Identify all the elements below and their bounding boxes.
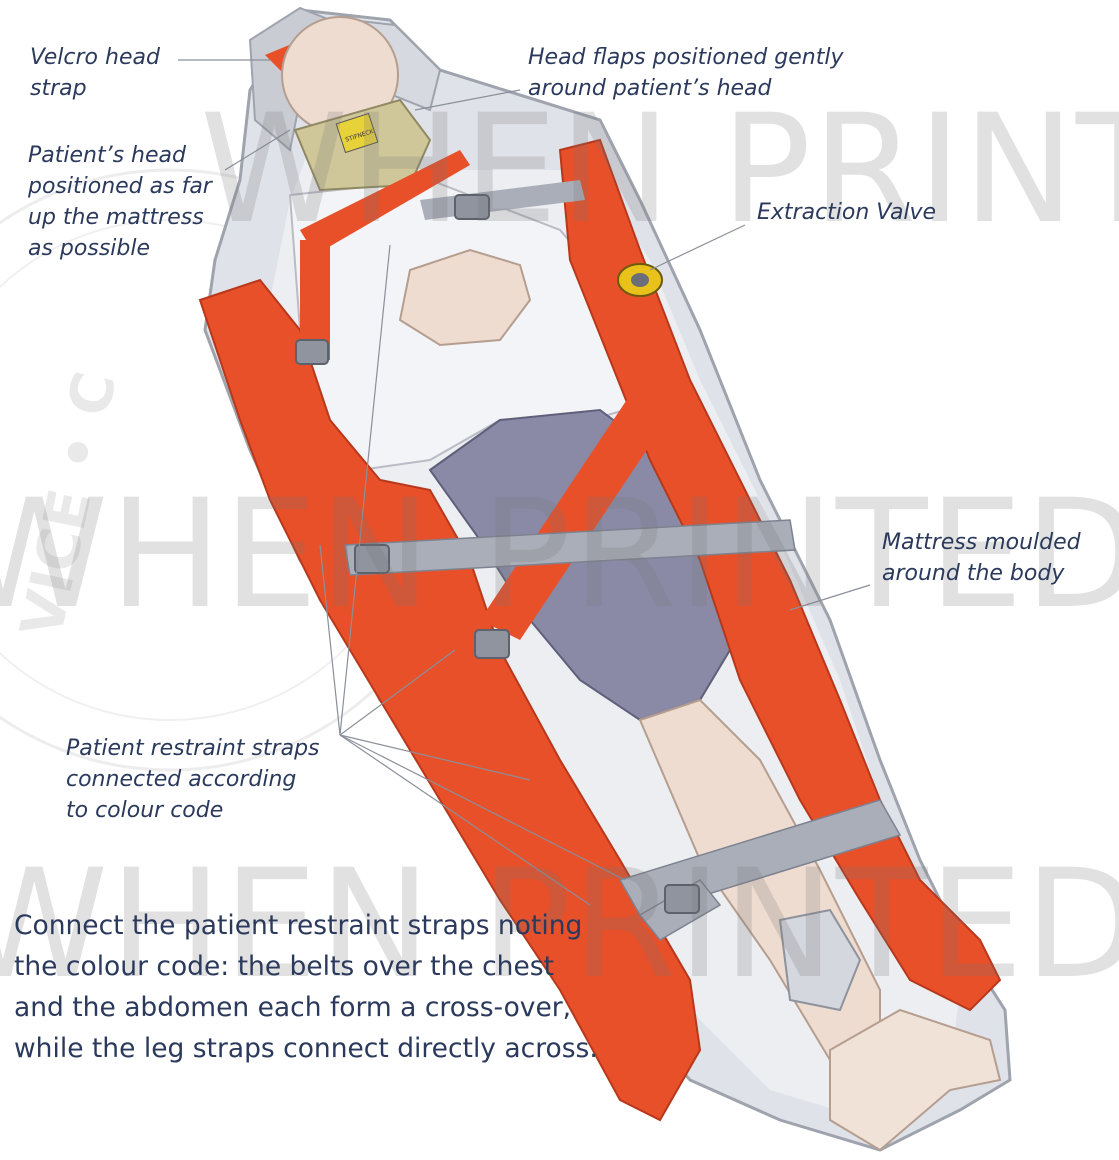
buckle-shoulder [296,340,328,364]
buckle-leg [665,885,699,913]
label-head-flaps: Head flaps positioned gently around pati… [528,42,843,104]
label-extraction-valve: Extraction Valve [757,197,936,228]
buckle-abdomen [355,545,389,573]
label-restraint-straps: Patient restraint straps connected accor… [66,733,320,826]
buckle-chest [455,195,489,219]
label-mattress-moulded: Mattress moulded around the body [882,527,1081,589]
buckle-hip [475,630,509,658]
label-velcro-head-strap: Velcro head strap [30,42,160,104]
instruction-caption: Connect the patient restraint straps not… [14,905,604,1069]
extraction-valve-core [631,273,649,287]
label-head-position: Patient’s head positioned as far up the … [28,140,212,264]
